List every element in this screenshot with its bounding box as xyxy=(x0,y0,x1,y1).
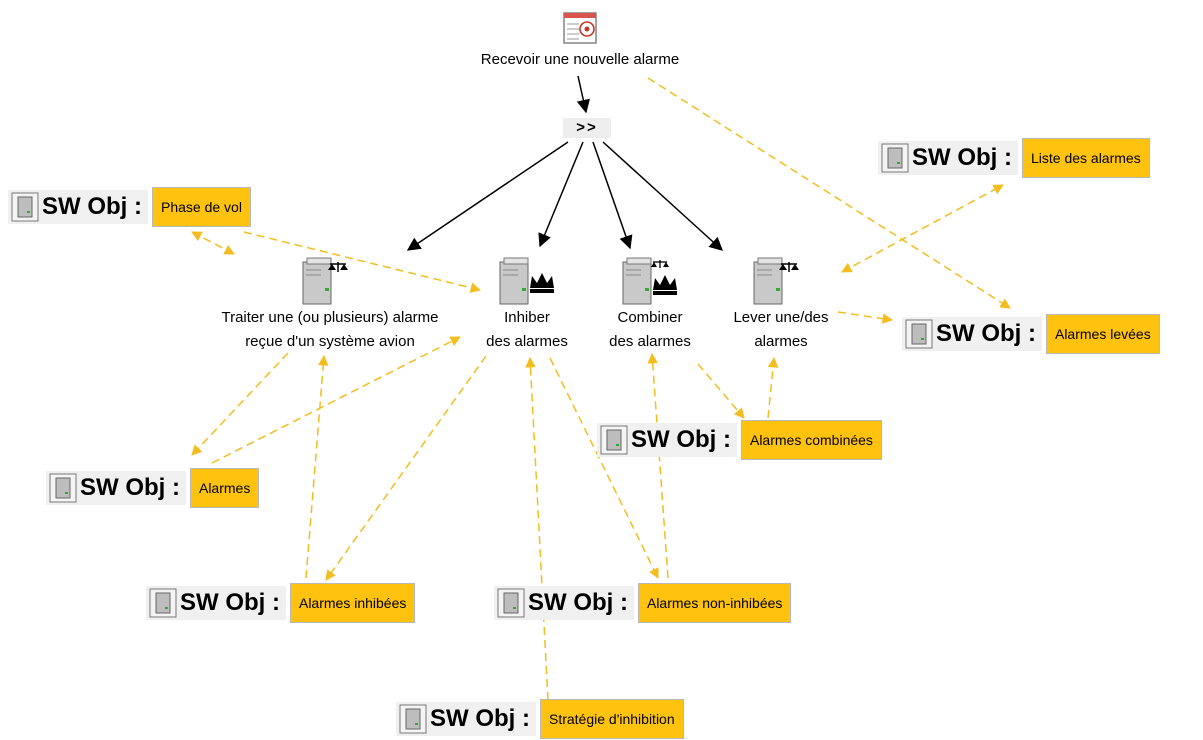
function-label-line1: Traiter une (ou plusieurs) alarme xyxy=(221,309,439,326)
sw-object-icon xyxy=(11,192,39,222)
function-label-line1: Inhiber xyxy=(504,309,550,326)
flow-seq-to-combiner xyxy=(592,141,633,250)
sw-object-name: Liste des alarmes xyxy=(1021,138,1150,178)
link-combinees-to-lever xyxy=(767,356,779,419)
function-label-line2: des alarmes xyxy=(609,333,691,350)
function-inhiber[interactable]: Inhiber des alarmes xyxy=(472,256,582,354)
function-lever[interactable]: Lever une/des alarmes xyxy=(716,256,846,354)
link-phase-to-traiter xyxy=(191,231,235,255)
server-scale-icon xyxy=(195,256,465,306)
sw-object-icon xyxy=(399,704,427,734)
sw-object-header: SW Obj : xyxy=(902,317,1042,351)
link-strategie-to-inhiber xyxy=(525,356,549,701)
sw-object-phase-de-vol[interactable]: SW Obj : Phase de vol xyxy=(8,186,251,228)
sw-object-prefix: SW Obj : xyxy=(912,144,1012,171)
link-traiter-to-alarmes xyxy=(191,352,289,456)
function-traiter[interactable]: Traiter une (ou plusieurs) alarme reçue … xyxy=(195,256,465,354)
sw-object-header: SW Obj : xyxy=(494,586,634,620)
sw-object-icon xyxy=(149,588,177,618)
sw-object-name: Alarmes levées xyxy=(1045,314,1160,354)
sw-object-icon xyxy=(497,588,525,618)
sw-object-prefix: SW Obj : xyxy=(80,474,180,501)
function-label-line1: Lever une/des xyxy=(733,309,829,326)
sw-object-icon xyxy=(881,143,909,173)
sw-object-name: Alarmes non-inhibées xyxy=(637,583,792,623)
server-crown-icon xyxy=(472,256,582,306)
sw-object-alarmes[interactable]: SW Obj : Alarmes xyxy=(46,467,260,509)
link-alarmes-to-inhiber xyxy=(211,336,461,464)
sw-object-strategie-d-inhibition[interactable]: SW Obj : Stratégie d'inhibition xyxy=(396,698,684,740)
function-label-line2: alarmes xyxy=(754,333,808,350)
function-label-line1: Combiner xyxy=(617,309,683,326)
sw-object-prefix: SW Obj : xyxy=(528,589,628,616)
flow-seq-to-traiter xyxy=(406,141,569,251)
sw-object-header: SW Obj : xyxy=(597,423,737,457)
link-lever-to-levees xyxy=(837,311,894,324)
event-receive-alarm[interactable]: Recevoir une nouvelle alarme xyxy=(440,12,720,68)
sw-object-name: Alarmes xyxy=(189,468,260,508)
link-inhiber-to-noninhibees xyxy=(549,357,659,579)
sw-object-prefix: SW Obj : xyxy=(631,426,731,453)
sw-object-name: Stratégie d'inhibition xyxy=(539,699,684,739)
sw-object-header: SW Obj : xyxy=(396,702,536,736)
sw-object-header: SW Obj : xyxy=(146,586,286,620)
sw-object-liste-des-alarmes[interactable]: SW Obj : Liste des alarmes xyxy=(878,137,1150,179)
link-combiner-to-combinees xyxy=(697,363,745,419)
function-label-line2: des alarmes xyxy=(486,333,568,350)
sw-object-icon xyxy=(600,425,628,455)
sw-object-name: Alarmes combinées xyxy=(740,420,882,460)
sw-object-header: SW Obj : xyxy=(878,141,1018,175)
sw-object-prefix: SW Obj : xyxy=(42,193,142,220)
sw-object-alarmes-non-inhibees[interactable]: SW Obj : Alarmes non-inhibées xyxy=(494,582,792,624)
flow-seq-to-lever xyxy=(602,141,723,251)
alarm-clipboard-icon xyxy=(563,12,597,49)
sw-object-prefix: SW Obj : xyxy=(180,589,280,616)
sw-object-name: Phase de vol xyxy=(151,187,251,227)
flow-seq-to-inhiber xyxy=(538,141,584,248)
server-scale-crown-icon xyxy=(590,256,710,306)
sw-object-prefix: SW Obj : xyxy=(430,705,530,732)
link-inhiber-to-inhibees xyxy=(325,355,487,581)
sw-object-header: SW Obj : xyxy=(46,471,186,505)
function-combiner[interactable]: Combiner des alarmes xyxy=(590,256,710,354)
event-label: Recevoir une nouvelle alarme xyxy=(480,51,680,68)
sw-object-icon xyxy=(49,473,77,503)
link-inhibees-to-traiter xyxy=(305,354,329,579)
sw-object-icon xyxy=(905,319,933,349)
sw-object-alarmes-inhibees[interactable]: SW Obj : Alarmes inhibées xyxy=(146,582,416,624)
sw-object-prefix: SW Obj : xyxy=(936,320,1036,347)
sequence-operator[interactable]: >> xyxy=(563,118,611,138)
link-lever-to-liste xyxy=(841,184,1004,273)
sw-object-alarmes-levees[interactable]: SW Obj : Alarmes levées xyxy=(902,313,1160,355)
sw-object-alarmes-combinees[interactable]: SW Obj : Alarmes combinées xyxy=(597,419,882,461)
sw-object-name: Alarmes inhibées xyxy=(289,583,416,623)
server-scale-icon xyxy=(716,256,846,306)
sw-object-header: SW Obj : xyxy=(8,190,148,224)
link-phase-to-inhiber xyxy=(243,231,482,293)
function-label-line2: reçue d'un système avion xyxy=(245,333,415,350)
flow-event-to-seq xyxy=(576,75,590,114)
link-noninhibees-to-combiner xyxy=(647,352,669,579)
